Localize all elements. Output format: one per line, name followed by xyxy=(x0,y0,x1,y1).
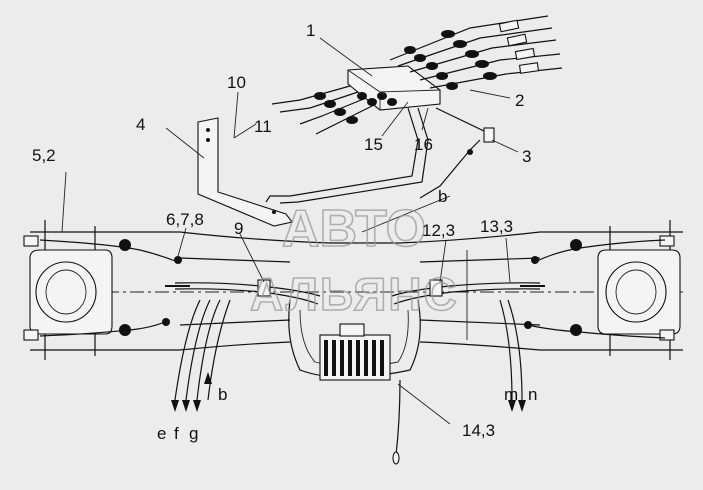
callout-b-top: b xyxy=(438,187,447,206)
watermark-line2: АЛЬЯНС xyxy=(250,268,459,320)
right-wheel-hub xyxy=(570,235,681,341)
connector-bundle-front xyxy=(271,85,397,135)
callout-labels: 1 2 3 4 5,2 6,7,8 9 10 11 12,3 13,3 14,3… xyxy=(32,21,537,443)
callout-e: e xyxy=(157,424,166,443)
left-wheel-hub xyxy=(23,235,131,341)
callout-6-7-8: 6,7,8 xyxy=(166,210,204,229)
callout-n: n xyxy=(528,385,537,404)
outgoing-wires-left xyxy=(171,299,231,412)
axle-cable-run xyxy=(165,279,545,305)
callout-4: 4 xyxy=(136,115,145,134)
callout-b-left: b xyxy=(218,385,227,404)
center-harness-bundle xyxy=(288,299,421,381)
callout-9: 9 xyxy=(234,219,243,238)
connector-plug xyxy=(419,107,495,199)
callout-3: 3 xyxy=(522,147,531,166)
leader-lines xyxy=(61,37,519,425)
sensor-leads xyxy=(39,239,666,339)
mounting-strut xyxy=(265,107,429,204)
callout-1: 1 xyxy=(306,21,315,40)
callout-11: 11 xyxy=(254,117,272,136)
callout-10: 10 xyxy=(227,73,246,92)
callout-2: 2 xyxy=(515,91,524,110)
callout-15: 15 xyxy=(364,135,383,154)
callout-16: 16 xyxy=(414,135,433,154)
callout-12-3: 12,3 xyxy=(422,221,455,240)
callout-14-3: 14,3 xyxy=(462,421,495,440)
callout-13-3: 13,3 xyxy=(480,217,513,236)
connector-bundle-rear xyxy=(389,15,563,90)
callout-f: f xyxy=(174,424,179,443)
watermark: АВТО АЛЬЯНС xyxy=(249,199,459,321)
watermark-line1: АВТО xyxy=(282,200,426,258)
outgoing-wires-right xyxy=(392,299,526,465)
callout-g: g xyxy=(189,424,198,443)
callout-5-2: 5,2 xyxy=(32,146,56,165)
callout-m: m xyxy=(504,385,518,404)
bracket xyxy=(197,117,293,227)
